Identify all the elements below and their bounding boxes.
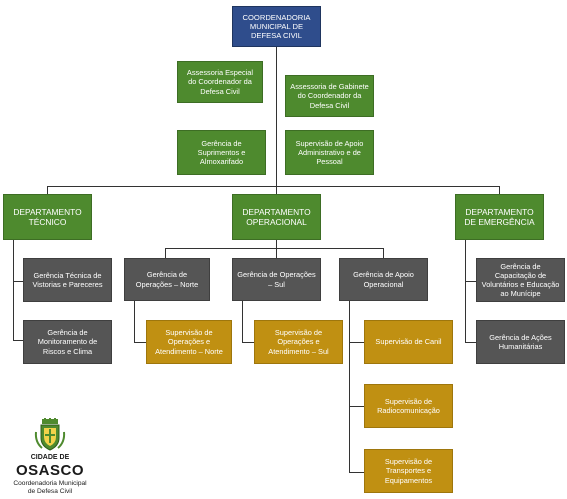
departamento-emergencia-box: DEPARTAMENTO DE EMERGÊNCIA	[455, 194, 544, 240]
connector-apoio-spine	[349, 301, 350, 473]
connector-sul-spine	[242, 301, 243, 343]
connector-transportes	[349, 472, 364, 473]
assessoria-especial-box: Assessoria Especial do Coordenador da De…	[177, 61, 263, 103]
logo-city-name: OSASCO	[15, 462, 84, 479]
connector-main-spine	[276, 47, 277, 194]
connector-sup-sul	[242, 342, 254, 343]
connector-dep-tecnico	[47, 186, 48, 194]
connector-acoes	[465, 342, 476, 343]
connector-sup-norte	[134, 342, 146, 343]
logo-city-label: CIDADE DE	[30, 454, 70, 461]
connector-gerencias-bar	[165, 248, 383, 249]
supervisao-canil-box: Supervisão de Canil	[364, 320, 453, 364]
connector-ger-norte	[165, 248, 166, 258]
connector-tecnico-spine	[13, 240, 14, 341]
gerencia-acoes-humanitarias-box: Gerência de Ações Humanitárias	[476, 320, 565, 364]
coordenadoria-box: COORDENADORIA MUNICIPAL DE DEFESA CIVIL	[232, 6, 321, 47]
supervisao-apoio-adm-box: Supervisão de Apoio Administrativo e de …	[285, 130, 374, 175]
connector-capacitacao	[465, 281, 476, 282]
departamento-operacional-box: DEPARTAMENTO OPERACIONAL	[232, 194, 321, 240]
connector-norte-spine	[134, 301, 135, 343]
gerencia-vistorias-box: Gerência Técnica de Vistorias e Parecere…	[23, 258, 112, 302]
gerencia-operacoes-sul-box: Gerência de Operações – Sul	[232, 258, 321, 301]
gerencia-apoio-operacional-box: Gerência de Apoio Operacional	[339, 258, 428, 301]
osasco-coat-of-arms-logo	[34, 418, 66, 451]
gerencia-capacitacao-box: Gerência de Capacitação de Voluntários e…	[476, 258, 565, 302]
supervisao-operacoes-norte-box: Supervisão de Operações e Atendimento – …	[146, 320, 232, 364]
connector-ger-sul	[276, 248, 277, 258]
connector-emergencia-spine	[465, 240, 466, 343]
assessoria-gabinete-box: Assessoria de Gabinete do Coordenador da…	[285, 75, 374, 117]
connector-vistorias	[13, 281, 23, 282]
connector-canil	[349, 342, 364, 343]
supervisao-radiocomunicacao-box: Supervisão de Radiocomunicação	[364, 384, 453, 428]
logo-subtitle-line1: Coordenadoria Municipal	[13, 480, 87, 487]
gerencia-suprimentos-box: Gerência de Suprimentos e Almoxarifado	[177, 130, 266, 175]
departamento-tecnico-box: DEPARTAMENTO TÉCNICO	[3, 194, 92, 240]
gerencia-operacoes-norte-box: Gerência de Operações – Norte	[124, 258, 210, 301]
supervisao-operacoes-sul-box: Supervisão de Operações e Atendimento – …	[254, 320, 343, 364]
supervisao-transportes-box: Supervisão de Transportes e Equipamentos	[364, 449, 453, 493]
connector-ger-apoio	[383, 248, 384, 258]
connector-operacional-down	[276, 240, 277, 248]
logo-subtitle-line2: de Defesa Civil	[27, 488, 73, 495]
connector-monitoramento	[13, 340, 23, 341]
gerencia-monitoramento-box: Gerência de Monitoramento de Riscos e Cl…	[23, 320, 112, 364]
connector-dep-emergencia	[499, 186, 500, 194]
connector-departments-bar	[47, 186, 499, 187]
connector-radio	[349, 406, 364, 407]
